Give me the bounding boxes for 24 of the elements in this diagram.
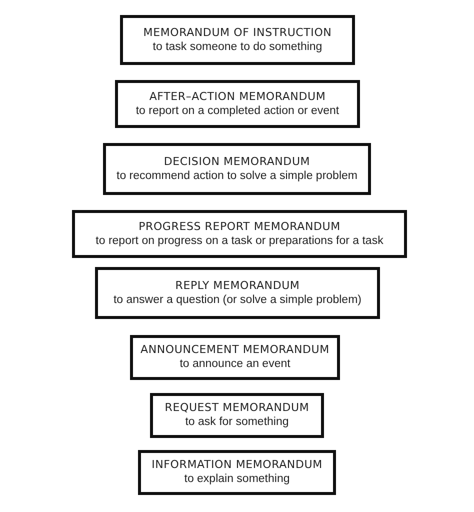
memo-purpose-text: to report on a completed action or event bbox=[136, 104, 340, 118]
memo-type-heading: AFTER–ACTION MEMORANDUM bbox=[149, 90, 326, 104]
memo-box bbox=[120, 15, 355, 65]
memo-box bbox=[115, 80, 360, 128]
memo-type-heading: PROGRESS REPORT MEMORANDUM bbox=[138, 220, 340, 234]
memo-purpose-text: to answer a question (or solve a simple problem) bbox=[113, 292, 362, 308]
memo-type-heading: REQUEST MEMORANDUM bbox=[164, 401, 310, 415]
memo-type-heading: MEMORANDUM OF INSTRUCTION bbox=[143, 26, 332, 40]
memo-purpose-text: to report on progress on a task or preparations for a task bbox=[96, 234, 384, 248]
memo-type-heading: REPLY MEMORANDUM bbox=[175, 278, 300, 292]
memo-type-heading: INFORMATION MEMORANDUM bbox=[152, 458, 322, 472]
memo-box bbox=[72, 210, 407, 258]
memo-box bbox=[150, 393, 324, 438]
memo-box bbox=[138, 450, 336, 495]
memo-type-heading: ANNOUNCEMENT MEMORANDUM bbox=[140, 343, 330, 357]
memo-type-heading: DECISION MEMORANDUM bbox=[164, 154, 310, 168]
memo-purpose-text: to announce an event bbox=[180, 357, 290, 372]
memo-box bbox=[103, 143, 371, 195]
memo-purpose-text: to task someone to do something bbox=[152, 40, 322, 54]
memo-box bbox=[130, 335, 340, 380]
memo-purpose-text: to explain something bbox=[184, 472, 290, 487]
memo-purpose-text: to ask for something bbox=[185, 415, 289, 430]
memo-purpose-text: to recommend action to solve a simple problem bbox=[116, 168, 358, 184]
memo-box bbox=[95, 267, 380, 319]
